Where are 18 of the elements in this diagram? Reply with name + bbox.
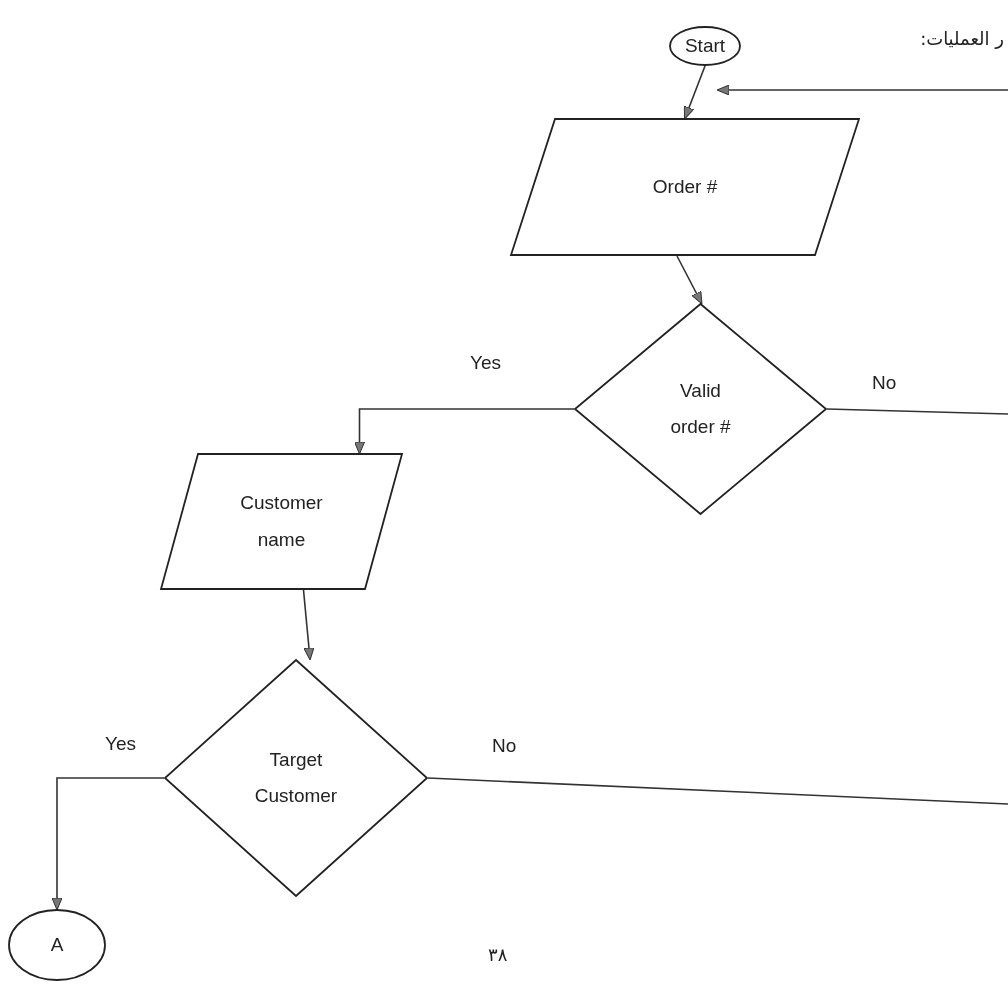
edge-label: No [492,735,517,757]
arrow [302,589,315,661]
edge-label: Yes [105,733,136,755]
arrow [716,84,1008,96]
edge-label: Yes [470,352,501,374]
arrow [354,408,575,455]
input-parallelogram: Customer name [160,453,403,590]
heading-text: ر العمليات: [920,28,1004,49]
page-number: ٣٨ [488,944,508,965]
arrow [51,777,165,911]
edge-label: No [872,372,897,394]
terminal-oval: Start [669,26,741,66]
connector-oval: A [8,909,106,981]
arrow [676,255,703,305]
arrow [683,65,706,120]
decision-diamond: Valid order # [574,303,827,515]
decision-diamond: Target Customer [164,659,428,897]
input-parallelogram: Order # [510,118,860,256]
